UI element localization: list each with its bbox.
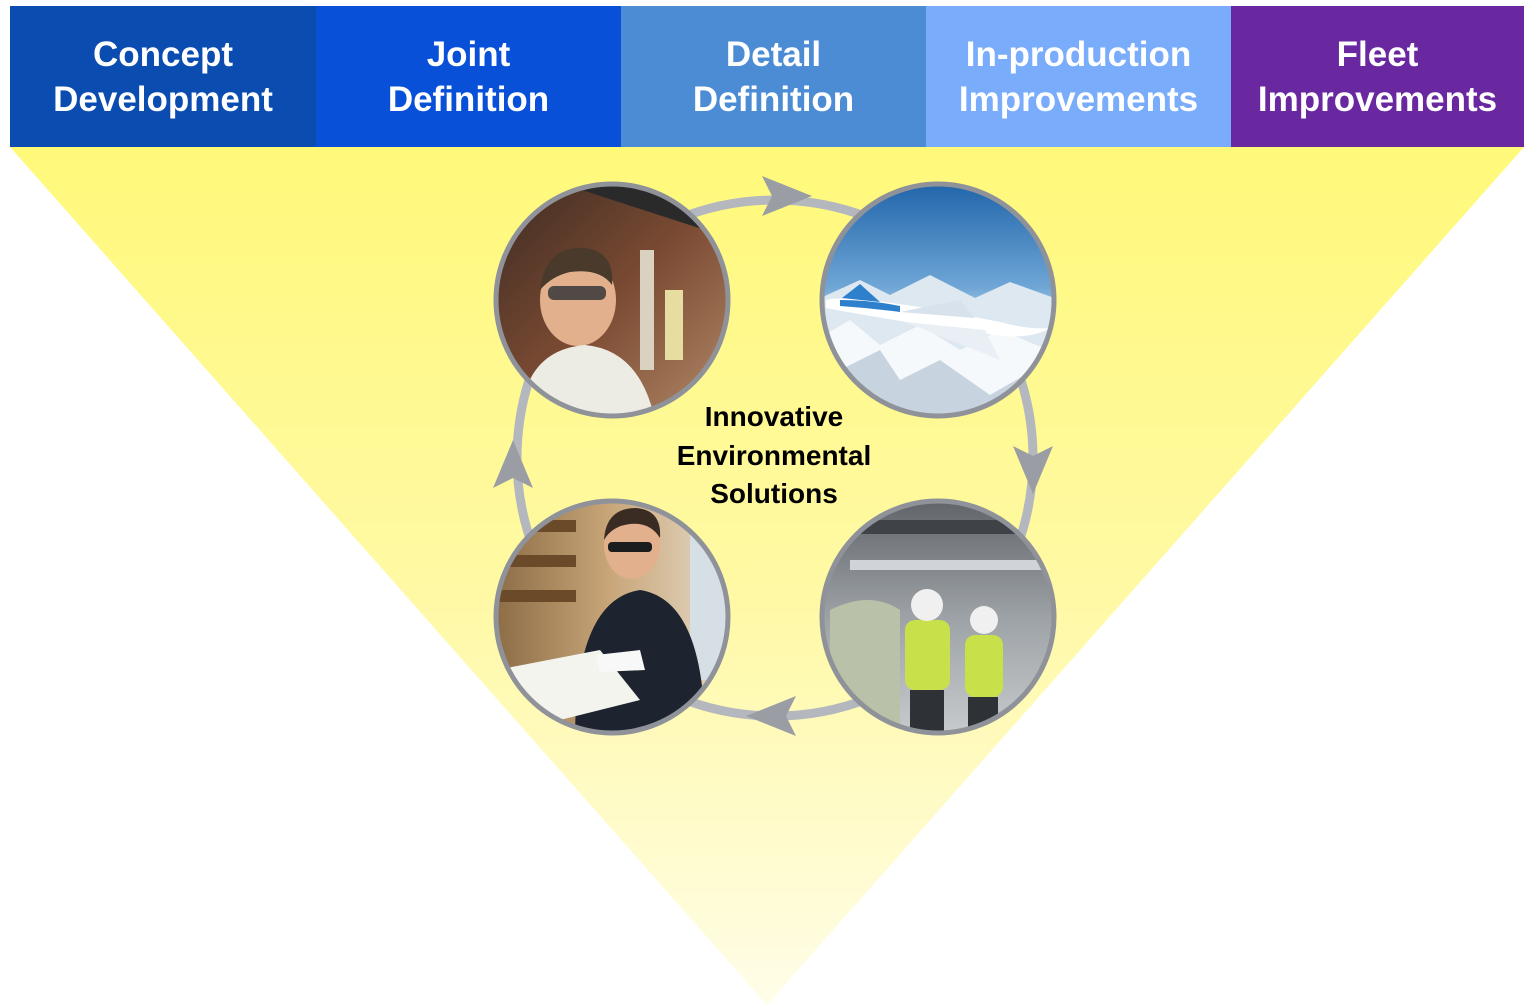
- phase-label-line1: Fleet: [1336, 34, 1419, 74]
- phase-label-line2: Improvements: [958, 79, 1199, 119]
- phase-fleet-improvements: Fleet Improvements: [1231, 6, 1524, 147]
- center-label-line2: Environmental: [676, 439, 872, 471]
- workers-photo-border: [819, 498, 1057, 736]
- cycle-arrow-top-icon: [762, 176, 812, 216]
- center-label-line1: Innovative: [704, 401, 844, 432]
- phase-label-line2: Development: [53, 79, 273, 119]
- funnel-triangle: [10, 147, 1524, 1005]
- center-label-line3: Solutions: [710, 478, 838, 509]
- phase-in-production-improvements: In-production Improvements: [926, 6, 1231, 147]
- phase-label-line1: Concept: [93, 34, 233, 74]
- engineer-photo-icon: [496, 184, 728, 416]
- cycle-arrow-left-icon: [493, 440, 533, 488]
- phase-detail-definition: Detail Definition: [621, 6, 926, 147]
- phase-label-line2: Improvements: [1257, 79, 1498, 119]
- technician-photo-border: [493, 498, 731, 736]
- airplane-photo-icon: [822, 184, 1054, 416]
- phase-label-line1: In-production: [965, 34, 1192, 74]
- phase-label-line2: Definition: [387, 79, 550, 119]
- workers-photo-icon: [822, 501, 1054, 733]
- cycle-arrow-right-icon: [1013, 446, 1053, 494]
- phase-joint-definition: Joint Definition: [316, 6, 621, 147]
- airplane-photo-border: [819, 181, 1057, 419]
- phase-label-line1: Detail: [725, 34, 822, 74]
- cycle-center-label: Innovative Environmental Solutions: [614, 398, 934, 514]
- engineer-photo-border: [493, 181, 731, 419]
- phase-label-line1: Joint: [426, 34, 511, 74]
- cycle-arrow-bottom-icon: [746, 696, 796, 736]
- phase-label-line2: Definition: [692, 79, 855, 119]
- phase-bar: Concept Development Joint Definition Det…: [10, 6, 1524, 147]
- phase-concept-development: Concept Development: [10, 6, 316, 147]
